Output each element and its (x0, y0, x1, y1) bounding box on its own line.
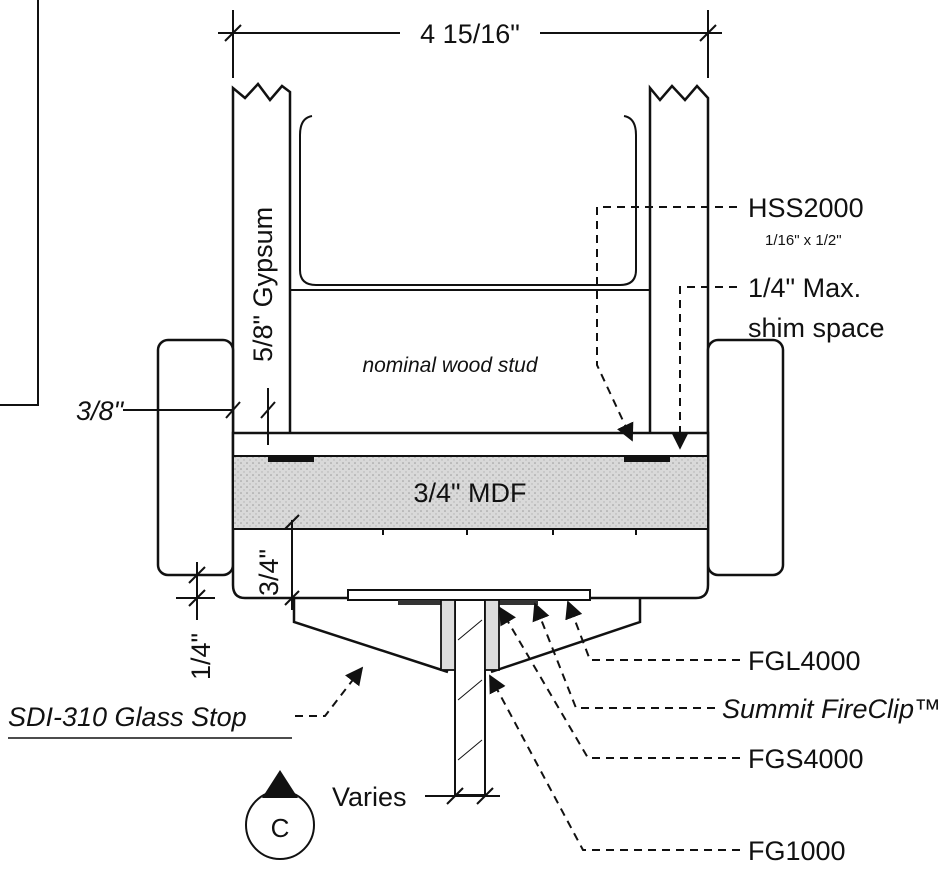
dim-1-4-lines (176, 562, 215, 620)
overall-width-dimension (218, 10, 722, 78)
dim-1-4-label: 1/4" (186, 633, 216, 680)
glazing-bead (347, 589, 591, 601)
fastener-ticks (382, 529, 637, 535)
glass-hatch (457, 619, 483, 761)
wood-stud-label: nominal wood stud (362, 354, 538, 377)
adjacent-outline (0, 0, 39, 406)
hss-label: HSS2000 (748, 193, 864, 223)
section-marker-label: C (271, 813, 290, 843)
hss-strip-right (624, 456, 670, 462)
varies-label: Varies (332, 782, 407, 812)
callout-leaders (295, 206, 740, 851)
glass-pane (454, 599, 486, 796)
section-marker: C (245, 770, 315, 860)
glass-clip-right (484, 599, 500, 671)
mdf-label: 3/4" MDF (413, 478, 526, 508)
glass-clip-left (440, 599, 456, 671)
mdf-panel (232, 455, 709, 530)
gypsum-board-left (231, 82, 292, 433)
fireclip-label: Summit FireClip™ (722, 694, 941, 724)
hss-strip-left (268, 456, 314, 462)
glass-stop-label: SDI-310 Glass Stop (8, 702, 247, 732)
glass-stop (292, 598, 642, 674)
shim-label-line1: 1/4" Max. (748, 273, 861, 303)
fgs-label: FGS4000 (748, 744, 864, 774)
fg1-label: FG1000 (748, 836, 846, 866)
overall-width-label: 4 15/16" (420, 19, 520, 49)
right-wall-block (706, 338, 785, 577)
gypsum-label: 5/8" Gypsum (248, 207, 278, 362)
stud-channel (299, 115, 637, 286)
dim-3-4-lines (284, 514, 300, 610)
varies-dimension (425, 787, 500, 805)
dim-3-8-label: 3/8" (76, 396, 125, 426)
gypsum-board-right (648, 84, 710, 433)
dim-3-8-lines (123, 388, 276, 445)
left-wall-block (156, 338, 235, 577)
hss-size-label: 1/16" x 1/2" (765, 232, 842, 249)
dim-3-4-label: 3/4" (254, 549, 284, 596)
shim-label-line2: shim space (748, 313, 885, 343)
fgl-label: FGL4000 (748, 646, 861, 676)
